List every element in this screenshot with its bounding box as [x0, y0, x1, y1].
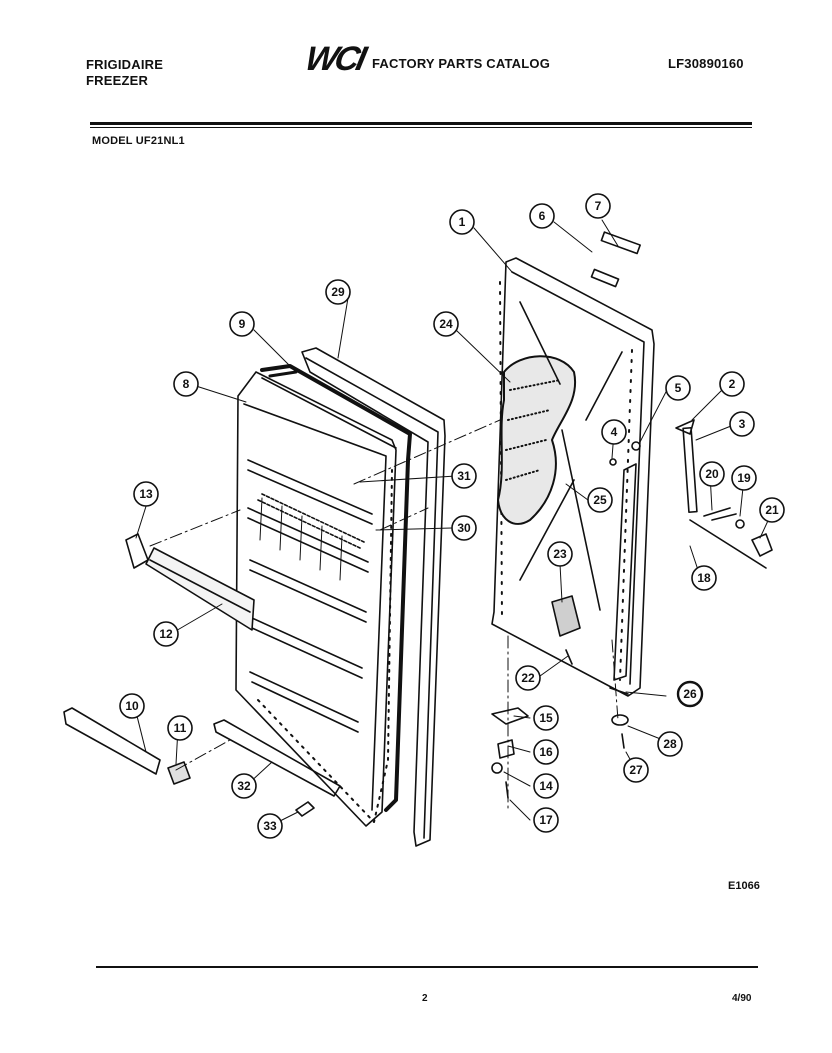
insulation-pad: [497, 355, 577, 525]
callout-14: 14: [533, 773, 559, 799]
page-number: 2: [422, 993, 428, 1004]
callout-26: 26: [676, 680, 704, 708]
door-handle: [125, 533, 255, 631]
callout-label: 27: [629, 763, 643, 777]
callout-label: 18: [697, 571, 711, 585]
callout-6: 6: [529, 203, 555, 229]
header-rule-thick: [90, 122, 752, 125]
assembly-leaders: [149, 419, 619, 813]
callout-3: 3: [729, 411, 755, 437]
callout-label: 14: [539, 779, 553, 793]
door-seal-edge: [260, 364, 412, 812]
callout-label: 7: [595, 199, 602, 213]
callout-8: 8: [173, 371, 199, 397]
callout-31: 31: [451, 463, 477, 489]
bottom-parts: [63, 707, 341, 817]
callout-label: 17: [539, 813, 553, 827]
callout-label: 2: [729, 377, 736, 391]
callout-28: 28: [657, 731, 683, 757]
callout-16: 16: [533, 739, 559, 765]
callout-label: 11: [174, 721, 187, 735]
callout-17: 17: [533, 807, 559, 833]
callout-label: 25: [593, 493, 607, 507]
callout-22: 22: [515, 665, 541, 691]
callout-markers: 1 2 3 4 5 6 7 8 9 10 11 12 13 14 15 16 1…: [119, 193, 785, 839]
callout-label: 24: [439, 317, 453, 331]
callout-25: 25: [587, 487, 613, 513]
footer-rule: [96, 966, 758, 968]
callout-15: 15: [533, 705, 559, 731]
callout-label: 32: [237, 779, 251, 793]
callout-4: 4: [601, 419, 627, 445]
callout-label: 16: [539, 745, 553, 759]
bracket: [551, 595, 581, 637]
callout-24: 24: [433, 311, 459, 337]
callout-33: 33: [257, 813, 283, 839]
callout-5: 5: [665, 375, 691, 401]
callout-label: 8: [183, 377, 190, 391]
callout-label: 33: [263, 819, 277, 833]
revision-date: 4/90: [732, 993, 752, 1004]
small-parts: [491, 231, 773, 799]
callout-label: 20: [705, 467, 719, 481]
callout-label: 12: [159, 627, 173, 641]
callout-10: 10: [119, 693, 145, 719]
callout-30: 30: [451, 515, 477, 541]
callout-label: 30: [457, 521, 471, 535]
callout-label: 28: [663, 737, 677, 751]
callout-label: 23: [553, 547, 567, 561]
diagram-code: E1066: [728, 880, 760, 892]
callout-9: 9: [229, 311, 255, 337]
door-liner: [235, 371, 397, 827]
callout-18: 18: [691, 565, 717, 591]
callout-label: 29: [331, 285, 345, 299]
product-type: FREEZER: [86, 73, 149, 88]
callout-29: 29: [325, 279, 351, 305]
callout-7: 7: [585, 193, 611, 219]
callout-11: 11: [167, 715, 193, 741]
callout-21: 21: [759, 497, 785, 523]
brand-block: FRIGIDAIRE FREEZER: [86, 57, 163, 89]
callout-label: 31: [457, 469, 471, 483]
callout-23: 23: [547, 541, 573, 567]
callout-label: 5: [675, 381, 682, 395]
door-gasket: [301, 347, 446, 847]
model-label: MODEL UF21NL1: [92, 135, 185, 147]
callout-label: 22: [521, 671, 535, 685]
callout-12: 12: [153, 621, 179, 647]
callout-1: 1: [449, 209, 475, 235]
callout-label: 15: [539, 711, 553, 725]
door-outer-panel: [257, 469, 393, 823]
catalog-title: FACTORY PARTS CATALOG: [372, 56, 551, 71]
callout-20: 20: [699, 461, 725, 487]
callout-label: 19: [737, 471, 751, 485]
callout-2: 2: [719, 371, 745, 397]
support-rods: [519, 301, 623, 611]
callout-label: 6: [539, 209, 546, 223]
callout-label: 3: [739, 417, 746, 431]
callout-label: 10: [125, 699, 139, 713]
callout-label: 4: [611, 425, 618, 439]
callout-label: 26: [683, 687, 697, 701]
callout-label: 1: [459, 215, 466, 229]
callout-19: 19: [731, 465, 757, 491]
header-rule-thin: [90, 127, 752, 128]
callout-label: 21: [765, 503, 779, 517]
callout-label: 13: [139, 487, 153, 501]
catalog-number: LF30890160: [668, 56, 744, 71]
brand-name: FRIGIDAIRE: [86, 57, 164, 72]
callout-32: 32: [231, 773, 257, 799]
callout-13: 13: [133, 481, 159, 507]
callout-label: 9: [239, 317, 246, 331]
callout-27: 27: [623, 757, 649, 783]
